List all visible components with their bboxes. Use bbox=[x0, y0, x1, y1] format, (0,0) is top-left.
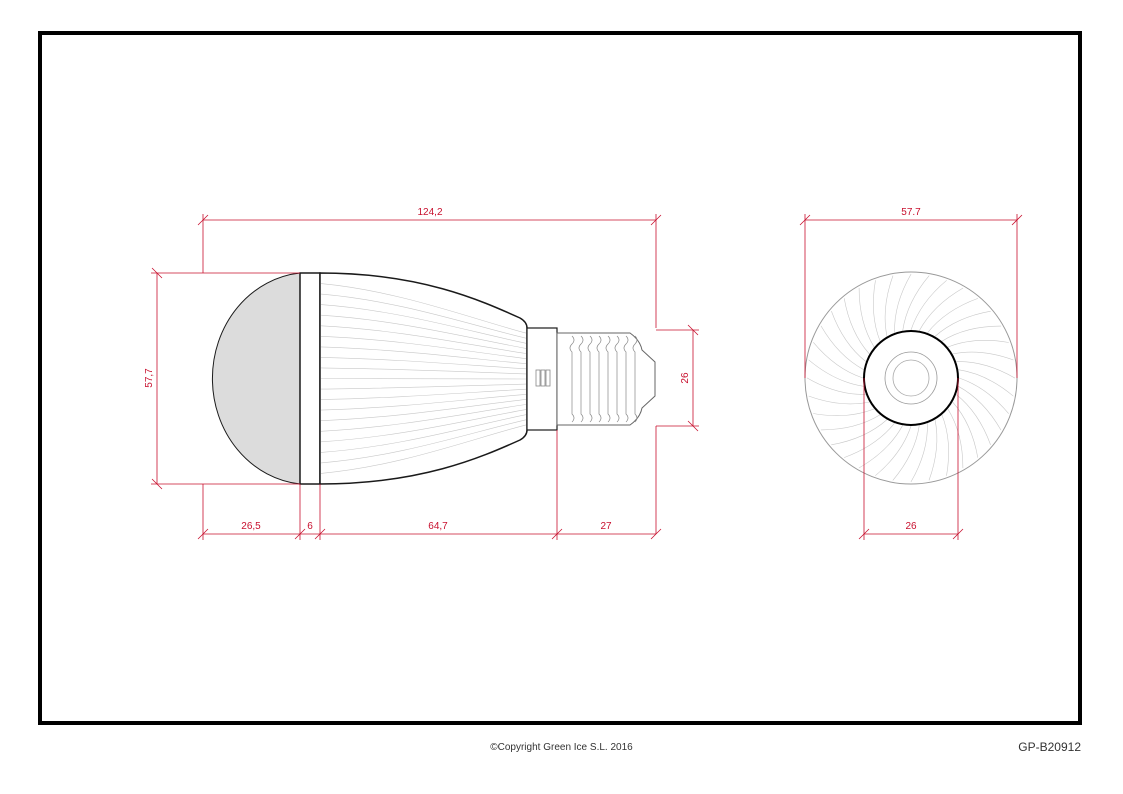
end-view-fin bbox=[806, 377, 866, 395]
heatsink-fin bbox=[320, 399, 527, 421]
drawing-code: GP-B20912 bbox=[1018, 740, 1081, 754]
end-view-fin bbox=[934, 310, 991, 337]
end-view-fin bbox=[910, 280, 947, 331]
heatsink-fin bbox=[320, 414, 527, 453]
dimension-lines bbox=[151, 214, 1023, 540]
end-view-contact-inner bbox=[892, 359, 930, 397]
heatsink-fin bbox=[320, 404, 527, 432]
dimension-labels: 124,2 57,7 26 26,5 6 64,7 27 57.7 26 bbox=[144, 207, 921, 532]
thread-line bbox=[587, 335, 593, 423]
end-view-fin bbox=[941, 325, 1002, 342]
heatsink-fin bbox=[320, 293, 527, 339]
end-view-fin bbox=[808, 395, 870, 405]
bulb-neck bbox=[526, 327, 558, 431]
dim-ring-width: 6 bbox=[307, 521, 313, 532]
end-view-fin bbox=[958, 369, 1014, 397]
heatsink-fin bbox=[320, 388, 527, 400]
copyright-notice: ©Copyright Green Ice S.L. 2016 bbox=[490, 742, 633, 753]
heatsink-fin bbox=[320, 419, 527, 464]
heatsink-fin bbox=[320, 394, 527, 411]
end-view-fin bbox=[831, 310, 867, 362]
end-view-fin bbox=[927, 298, 979, 334]
thread-line bbox=[596, 335, 602, 423]
dim-base-length: 27 bbox=[600, 521, 612, 532]
bulb-end-view bbox=[804, 271, 1018, 485]
thread-line bbox=[614, 335, 620, 423]
heatsink-fin bbox=[320, 409, 527, 443]
neck-marks bbox=[535, 369, 551, 387]
bulb-dome bbox=[211, 272, 301, 485]
end-view-fin bbox=[843, 298, 870, 355]
end-view-fin bbox=[820, 325, 864, 370]
end-view-fin bbox=[808, 359, 864, 387]
thread-line bbox=[623, 335, 629, 423]
heatsink-fin bbox=[320, 424, 527, 474]
end-view-fin bbox=[958, 386, 1002, 431]
end-view-base-ring bbox=[863, 330, 959, 426]
end-view-fin bbox=[902, 275, 930, 331]
end-view-fin bbox=[892, 425, 920, 481]
thread-line bbox=[578, 335, 584, 423]
heatsink-fin bbox=[320, 346, 527, 364]
end-view-fin bbox=[813, 408, 875, 416]
end-view-fin bbox=[858, 287, 875, 348]
dim-dome-length: 26,5 bbox=[241, 521, 261, 532]
end-view-fin bbox=[820, 414, 881, 431]
heatsink-fin bbox=[320, 314, 527, 349]
drawing-frame bbox=[38, 31, 1082, 725]
dim-end-view-width: 57.7 bbox=[901, 207, 921, 218]
end-view-fin bbox=[813, 342, 864, 379]
end-view-fin bbox=[928, 419, 938, 481]
end-view-fin bbox=[894, 273, 912, 333]
heatsink-fin bbox=[320, 283, 527, 334]
bulb-ring bbox=[299, 272, 321, 485]
end-view-fin bbox=[958, 377, 1009, 414]
end-view-fin bbox=[952, 351, 1014, 361]
end-view-fin bbox=[947, 340, 1009, 348]
screw-base bbox=[556, 332, 656, 426]
end-view-fin bbox=[952, 401, 979, 458]
end-view-fin bbox=[884, 275, 894, 337]
end-view-fin bbox=[910, 423, 928, 483]
dim-end-view-base: 26 bbox=[905, 521, 917, 532]
end-view-fin bbox=[831, 419, 888, 446]
heatsink-fins bbox=[320, 283, 527, 474]
heatsink-fin bbox=[320, 367, 527, 375]
dim-body-height: 57,7 bbox=[144, 368, 155, 388]
dim-overall-length: 124,2 bbox=[417, 207, 442, 218]
end-view-fin bbox=[955, 394, 991, 446]
dim-body-length: 64,7 bbox=[428, 521, 448, 532]
end-view-fin bbox=[956, 361, 1016, 379]
thread-line bbox=[632, 335, 638, 423]
heatsink-fin bbox=[320, 378, 527, 380]
end-view-fin bbox=[843, 422, 895, 458]
end-view-fin bbox=[919, 287, 964, 331]
dim-base-diameter: 26 bbox=[680, 372, 691, 384]
thread-line bbox=[605, 335, 611, 423]
heatsink-fin bbox=[320, 357, 527, 370]
end-view-contact-outer bbox=[884, 351, 938, 405]
end-view-fin bbox=[947, 408, 964, 469]
end-view-fin bbox=[873, 280, 881, 342]
thread-line bbox=[569, 335, 575, 423]
end-view-fin bbox=[941, 414, 949, 476]
end-view-fin bbox=[875, 425, 912, 476]
screw-threads bbox=[569, 335, 638, 423]
heatsink-fin bbox=[320, 336, 527, 359]
bulb-side-view bbox=[211, 272, 656, 485]
heatsink-fin bbox=[320, 383, 527, 390]
heatsink-fin bbox=[320, 325, 527, 354]
end-view-fins bbox=[806, 273, 1016, 483]
heatsink-fin bbox=[320, 304, 527, 344]
